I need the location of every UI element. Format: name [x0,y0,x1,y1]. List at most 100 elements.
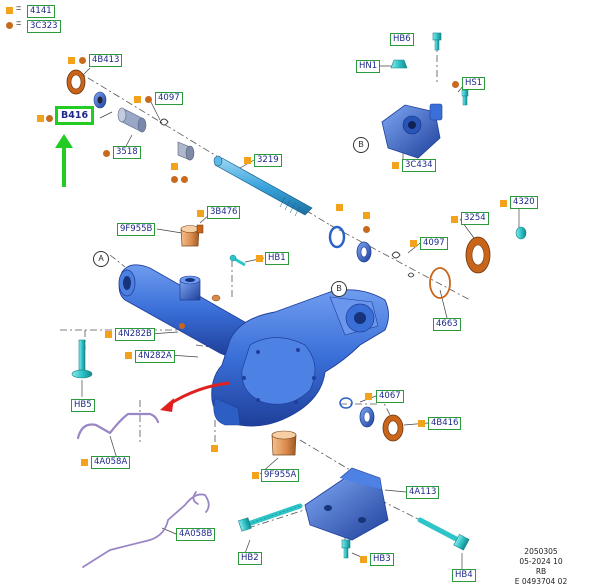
bushing-9f955a [271,430,297,456]
bolt-hb3 [341,539,351,559]
marker-square [197,210,204,217]
label-hs1: HS1 [462,77,486,90]
label-4663: 4663 [433,318,461,331]
bracket-3c434 [381,103,443,159]
stamp-line3: RB [535,567,547,576]
marker-square [252,472,259,479]
marker-square [125,352,132,359]
marker-circle [145,96,152,103]
label-hb3: HB3 [370,553,394,566]
marker-circle [363,226,370,233]
legend-code-3c323: 3C323 [27,20,61,33]
label-hb5: HB5 [71,399,95,412]
label-3b476: 3B476 [207,206,241,219]
label-3219: 3219 [254,154,282,167]
label-hb4: HB4 [452,569,476,582]
fitting-4320 [515,226,527,240]
marker-circle [79,57,86,64]
bearing-ring [177,141,195,161]
marker-square [105,331,112,338]
bushing-small [93,91,107,109]
marker-circle [181,176,188,183]
callout-a: A [93,251,109,267]
marker-square [244,157,251,164]
vent-tube-4a058b [82,491,210,568]
legend-circle-marker [6,22,13,29]
label-3c434: 3C434 [402,159,436,172]
bushing-9f955b [180,225,200,247]
seal-4b416 [382,414,404,442]
marker-square [134,96,141,103]
marker-circle [46,115,53,122]
reference-stamp: 2050305 05-2024 10 RB E 0493704 02 [496,547,586,587]
legend-code-4141: 4141 [27,5,55,18]
marker-square [256,255,263,262]
label-hb6: HB6 [390,33,414,46]
marker-square [500,200,507,207]
label-4a058a: 4A058A [91,456,131,469]
marker-square [360,556,367,563]
legend-square-marker [6,7,13,14]
o-ring-4663 [429,267,451,299]
shaft-3219 [213,155,313,217]
snap-ring-1 [328,225,346,249]
label-3254: 3254 [461,212,489,225]
marker-square [451,216,458,223]
screw-hs1 [461,89,469,106]
callout-b: B [353,137,369,153]
differential-carrier [211,289,389,427]
label-4097: 4097 [155,92,183,105]
vent-tube-4a058a [76,412,160,440]
label-4b416: 4B416 [428,417,462,430]
marker-square [363,212,370,219]
bearing-race [359,406,375,428]
label-4a113: 4A113 [406,486,440,499]
legend-eq: = [16,18,22,28]
marker-square [171,163,178,170]
label-hb1: HB1 [265,252,289,265]
bracket-4a113 [304,467,389,541]
clip-4097b [391,251,401,259]
direction-arrow [160,381,231,412]
snap-ring-4067 [339,397,353,409]
label-4a058b: 4A058B [176,528,216,541]
bolt-hb2 [238,503,303,532]
stamp-line2: 05-2024 10 [519,557,563,566]
vent-3b476 [196,224,204,234]
marker-square [37,115,44,122]
clip-small [407,272,415,278]
bolt-hb4 [417,517,470,551]
label-4097-right: 4097 [420,237,448,250]
label-4067: 4067 [376,390,404,403]
stamp-line1: 2050305 [524,547,558,556]
nut-hn1 [390,59,408,69]
sleeve-3518 [117,107,147,133]
marker-circle [171,176,178,183]
marker-square [211,445,218,452]
label-4n282a: 4N282A [135,350,175,363]
bolt-hb1 [229,254,246,267]
label-hb2: HB2 [238,552,262,565]
legend-eq: = [16,3,22,13]
washer-ring [356,241,372,263]
marker-square [392,162,399,169]
marker-square [81,459,88,466]
leader-lines [79,65,520,569]
label-hn1: HN1 [356,60,381,73]
label-4n282b: 4N282B [115,328,155,341]
bolt-hb5 [71,339,93,379]
highlight-arrow [55,134,73,187]
marker-circle [103,150,110,157]
label-9f955a: 9F955A [261,469,300,482]
marker-square [365,393,372,400]
stamp-line4: E 0493704 02 [514,577,568,586]
label-4320: 4320 [510,196,538,209]
label-4b413: 4B413 [89,54,123,67]
spring-clip [159,118,169,126]
bolt-hb6 [432,32,442,51]
marker-square [418,420,425,427]
label-b416-highlighted: B416 [55,106,95,125]
seal-3254 [465,236,491,274]
marker-square [68,57,75,64]
